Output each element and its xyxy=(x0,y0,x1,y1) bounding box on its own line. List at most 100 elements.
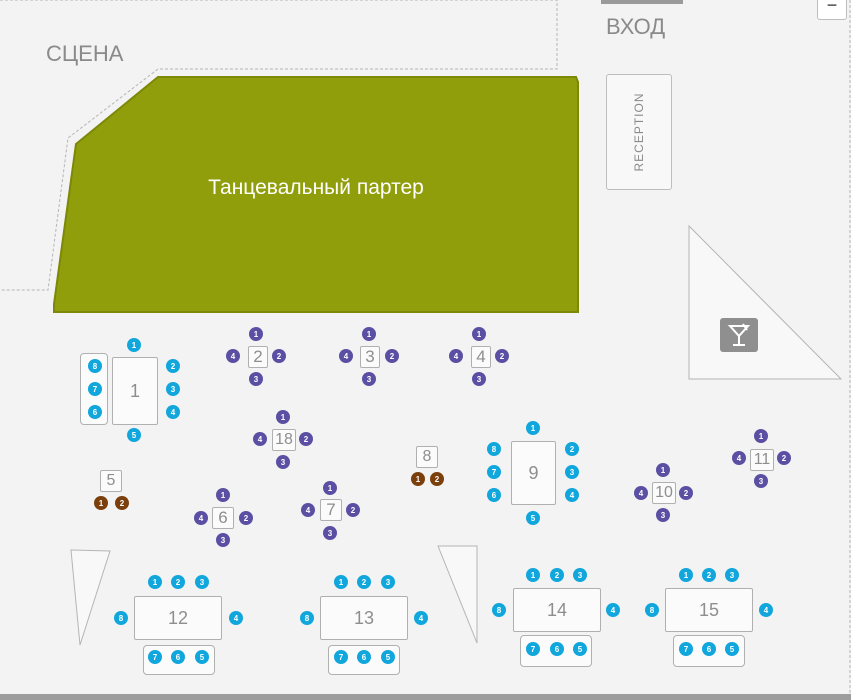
seat-1-2[interactable]: 2 xyxy=(166,359,180,373)
seat-1-1[interactable]: 1 xyxy=(127,338,141,352)
seat-14-1[interactable]: 1 xyxy=(526,568,540,582)
seat-15-7[interactable]: 7 xyxy=(679,642,693,656)
table-13[interactable]: 13 xyxy=(320,596,408,640)
seat-15-3[interactable]: 3 xyxy=(725,568,739,582)
seat-12-8[interactable]: 8 xyxy=(114,611,128,625)
seat-7-4[interactable]: 4 xyxy=(301,503,315,517)
seat-12-3[interactable]: 3 xyxy=(195,575,209,589)
seat-2-1[interactable]: 1 xyxy=(249,327,263,341)
seat-18-2[interactable]: 2 xyxy=(299,432,313,446)
table-3[interactable]: 3 xyxy=(360,346,380,368)
table-9[interactable]: 9 xyxy=(511,441,556,505)
table-10[interactable]: 10 xyxy=(652,482,676,504)
table-2[interactable]: 2 xyxy=(248,346,268,368)
seat-3-4[interactable]: 4 xyxy=(339,349,353,363)
table-5[interactable]: 5 xyxy=(100,470,122,492)
seat-6-4[interactable]: 4 xyxy=(194,511,208,525)
seat-4-1[interactable]: 1 xyxy=(472,327,486,341)
seat-3-3[interactable]: 3 xyxy=(362,372,376,386)
seat-14-4[interactable]: 4 xyxy=(606,603,620,617)
seat-11-2[interactable]: 2 xyxy=(777,451,791,465)
seat-10-3[interactable]: 3 xyxy=(656,508,670,522)
seat-18-1[interactable]: 1 xyxy=(276,410,290,424)
table-18[interactable]: 18 xyxy=(272,429,296,451)
seat-4-2[interactable]: 2 xyxy=(495,349,509,363)
seat-12-5[interactable]: 5 xyxy=(195,650,209,664)
seat-10-4[interactable]: 4 xyxy=(634,486,648,500)
seat-9-1[interactable]: 1 xyxy=(526,421,540,435)
seat-11-3[interactable]: 3 xyxy=(754,474,768,488)
seat-15-2[interactable]: 2 xyxy=(702,568,716,582)
seat-9-4[interactable]: 4 xyxy=(565,488,579,502)
seat-1-4[interactable]: 4 xyxy=(166,405,180,419)
seat-15-1[interactable]: 1 xyxy=(679,568,693,582)
seat-10-1[interactable]: 1 xyxy=(656,463,670,477)
seat-9-7[interactable]: 7 xyxy=(487,465,501,479)
seat-14-7[interactable]: 7 xyxy=(526,642,540,656)
seat-13-4[interactable]: 4 xyxy=(414,611,428,625)
seat-3-1[interactable]: 1 xyxy=(362,327,376,341)
seat-11-4[interactable]: 4 xyxy=(732,451,746,465)
seat-10-2[interactable]: 2 xyxy=(679,486,693,500)
seat-14-6[interactable]: 6 xyxy=(550,642,564,656)
seat-12-1[interactable]: 1 xyxy=(148,575,162,589)
seat-6-2[interactable]: 2 xyxy=(239,511,253,525)
seat-13-7[interactable]: 7 xyxy=(334,650,348,664)
table-14[interactable]: 14 xyxy=(513,588,601,632)
seat-14-3[interactable]: 3 xyxy=(573,568,587,582)
seat-9-8[interactable]: 8 xyxy=(487,442,501,456)
seat-13-2[interactable]: 2 xyxy=(357,575,371,589)
table-6[interactable]: 6 xyxy=(212,507,234,529)
seat-5-1[interactable]: 1 xyxy=(94,496,108,510)
seat-4-4[interactable]: 4 xyxy=(449,349,463,363)
seat-1-6[interactable]: 6 xyxy=(88,405,102,419)
seat-12-4[interactable]: 4 xyxy=(229,611,243,625)
table-4[interactable]: 4 xyxy=(471,346,491,368)
seat-9-6[interactable]: 6 xyxy=(487,488,501,502)
table-7[interactable]: 7 xyxy=(320,499,342,521)
table-1[interactable]: 1 xyxy=(112,357,158,425)
seat-9-3[interactable]: 3 xyxy=(565,465,579,479)
seat-12-7[interactable]: 7 xyxy=(148,650,162,664)
seat-1-5[interactable]: 5 xyxy=(127,428,141,442)
seat-8-1[interactable]: 1 xyxy=(411,472,425,486)
seat-5-2[interactable]: 2 xyxy=(115,496,129,510)
table-11[interactable]: 11 xyxy=(750,449,774,471)
seat-2-2[interactable]: 2 xyxy=(272,349,286,363)
seat-1-7[interactable]: 7 xyxy=(88,382,102,396)
seat-9-2[interactable]: 2 xyxy=(565,442,579,456)
seat-12-6[interactable]: 6 xyxy=(171,650,185,664)
seat-13-8[interactable]: 8 xyxy=(300,611,314,625)
table-8[interactable]: 8 xyxy=(416,446,438,468)
seat-4-3[interactable]: 3 xyxy=(472,372,486,386)
zoom-out-button[interactable]: − xyxy=(817,0,847,20)
seat-6-3[interactable]: 3 xyxy=(216,533,230,547)
seat-7-3[interactable]: 3 xyxy=(323,526,337,540)
seat-14-2[interactable]: 2 xyxy=(550,568,564,582)
seat-11-1[interactable]: 1 xyxy=(754,429,768,443)
table-12[interactable]: 12 xyxy=(134,596,222,640)
seat-1-8[interactable]: 8 xyxy=(88,359,102,373)
seat-13-6[interactable]: 6 xyxy=(357,650,371,664)
seat-15-4[interactable]: 4 xyxy=(759,603,773,617)
seat-15-5[interactable]: 5 xyxy=(725,642,739,656)
seat-2-3[interactable]: 3 xyxy=(249,372,263,386)
seat-12-2[interactable]: 2 xyxy=(171,575,185,589)
seat-6-1[interactable]: 1 xyxy=(216,488,230,502)
seat-9-5[interactable]: 5 xyxy=(526,511,540,525)
seat-13-5[interactable]: 5 xyxy=(381,650,395,664)
seat-8-2[interactable]: 2 xyxy=(430,472,444,486)
seat-2-4[interactable]: 4 xyxy=(226,349,240,363)
seat-7-2[interactable]: 2 xyxy=(346,503,360,517)
seat-15-8[interactable]: 8 xyxy=(645,603,659,617)
table-15[interactable]: 15 xyxy=(665,588,753,632)
seat-13-3[interactable]: 3 xyxy=(381,575,395,589)
seat-18-3[interactable]: 3 xyxy=(276,455,290,469)
seat-18-4[interactable]: 4 xyxy=(253,432,267,446)
seat-13-1[interactable]: 1 xyxy=(334,575,348,589)
seat-7-1[interactable]: 1 xyxy=(323,481,337,495)
seat-3-2[interactable]: 2 xyxy=(385,349,399,363)
seat-15-6[interactable]: 6 xyxy=(702,642,716,656)
seat-1-3[interactable]: 3 xyxy=(166,382,180,396)
seat-14-5[interactable]: 5 xyxy=(573,642,587,656)
